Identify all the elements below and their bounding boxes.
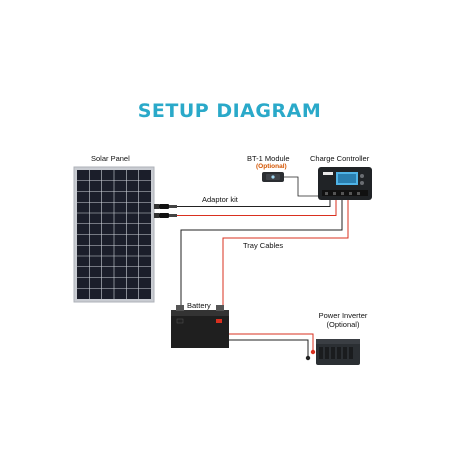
- solar-panel-label: Solar Panel: [91, 154, 130, 163]
- power-inverter-label: Power Inverter: [318, 311, 368, 320]
- adaptor-kit-label: Adaptor kit: [202, 195, 238, 204]
- bt1-module-label: BT-1 Module: [247, 154, 290, 163]
- battery-label: Battery: [187, 301, 211, 310]
- bt1-module: [262, 172, 320, 197]
- charge-controller-label: Charge Controller: [310, 154, 370, 163]
- tray-cables: [180, 200, 349, 310]
- adaptor-wires: [177, 200, 337, 216]
- inverter-optional-label: (Optional): [326, 320, 360, 329]
- power-inverter: [305, 339, 360, 365]
- charge-controller: [318, 167, 372, 200]
- battery: [171, 305, 229, 348]
- page-title: SETUP DIAGRAM: [137, 100, 322, 122]
- tray-cables-label: Tray Cables: [243, 241, 284, 250]
- solar-panel: [73, 166, 155, 303]
- solar-panel-grid: [77, 170, 151, 299]
- adaptor-connectors: [154, 204, 177, 218]
- inverter-wires: [229, 333, 314, 358]
- bt1-optional-label: (Optional): [256, 163, 287, 170]
